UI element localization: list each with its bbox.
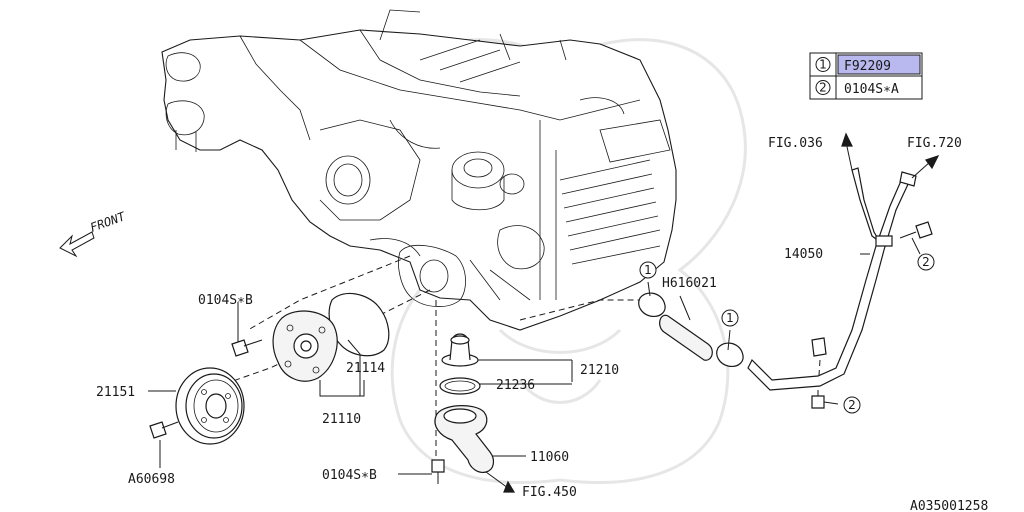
callout-bolt-lower: 2 (843, 396, 861, 414)
fig450-arrow (485, 471, 509, 489)
water-hose (659, 314, 713, 361)
label-21151[interactable]: 21151 (96, 385, 135, 400)
legend-highlight (837, 54, 921, 75)
hose-clamp-a (638, 292, 666, 317)
label-0104sb-upper[interactable]: 0104S∗B (198, 293, 253, 308)
svg-text:2: 2 (819, 81, 827, 95)
svg-text:2: 2 (848, 398, 856, 412)
label-fig720[interactable]: FIG.720 (907, 136, 962, 151)
label-21236[interactable]: 21236 (496, 378, 535, 393)
pipe-bolt-upper (899, 221, 933, 239)
front-arrow: FRONT (59, 209, 128, 258)
fig720-arrow (911, 161, 931, 179)
svg-text:1: 1 (726, 311, 734, 325)
water-inlet (434, 405, 495, 473)
legend-row-1: 1 F92209 (815, 57, 891, 74)
water-pipe (747, 167, 917, 391)
front-label: FRONT (88, 209, 127, 235)
label-h616021[interactable]: H616021 (662, 276, 717, 291)
engine-block (161, 9, 677, 331)
hose-clamp-b (716, 342, 744, 367)
leader-lines (148, 237, 921, 475)
legend-table: 1 F92209 2 0104S∗A (809, 52, 923, 100)
legend-code-1[interactable]: F92209 (844, 59, 891, 74)
label-21110[interactable]: 21110 (322, 412, 361, 427)
label-a60698[interactable]: A60698 (128, 472, 175, 487)
label-fig450[interactable]: FIG.450 (522, 485, 577, 500)
reference-code: A035001258 (910, 499, 988, 512)
label-0104sb-lower[interactable]: 0104S∗B (322, 468, 377, 483)
label-fig036[interactable]: FIG.036 (768, 136, 823, 151)
label-14050[interactable]: 14050 (784, 247, 823, 262)
svg-text:2: 2 (922, 255, 930, 269)
fig036-arrow (845, 141, 853, 171)
svg-text:1: 1 (819, 58, 827, 72)
svg-text:1: 1 (644, 263, 652, 277)
callout-clamp-a: 1 (639, 261, 657, 279)
pump-bolt (231, 339, 263, 357)
label-21210[interactable]: 21210 (580, 363, 619, 378)
pipe-bolt-lower (811, 390, 825, 409)
legend-row-2: 2 0104S∗A (815, 80, 899, 97)
inlet-bolt (431, 459, 445, 484)
o-ring (439, 377, 481, 395)
thermostat (441, 333, 479, 367)
pulley-bolt (149, 421, 179, 439)
label-11060[interactable]: 11060 (530, 450, 569, 465)
callout-clamp-b: 1 (721, 309, 739, 327)
label-21114[interactable]: 21114 (346, 361, 385, 376)
pump-gasket (328, 292, 390, 357)
pulley (175, 367, 245, 445)
callout-bolt-upper: 2 (917, 253, 935, 271)
legend-code-2[interactable]: 0104S∗A (844, 82, 899, 97)
water-pump (272, 310, 338, 382)
